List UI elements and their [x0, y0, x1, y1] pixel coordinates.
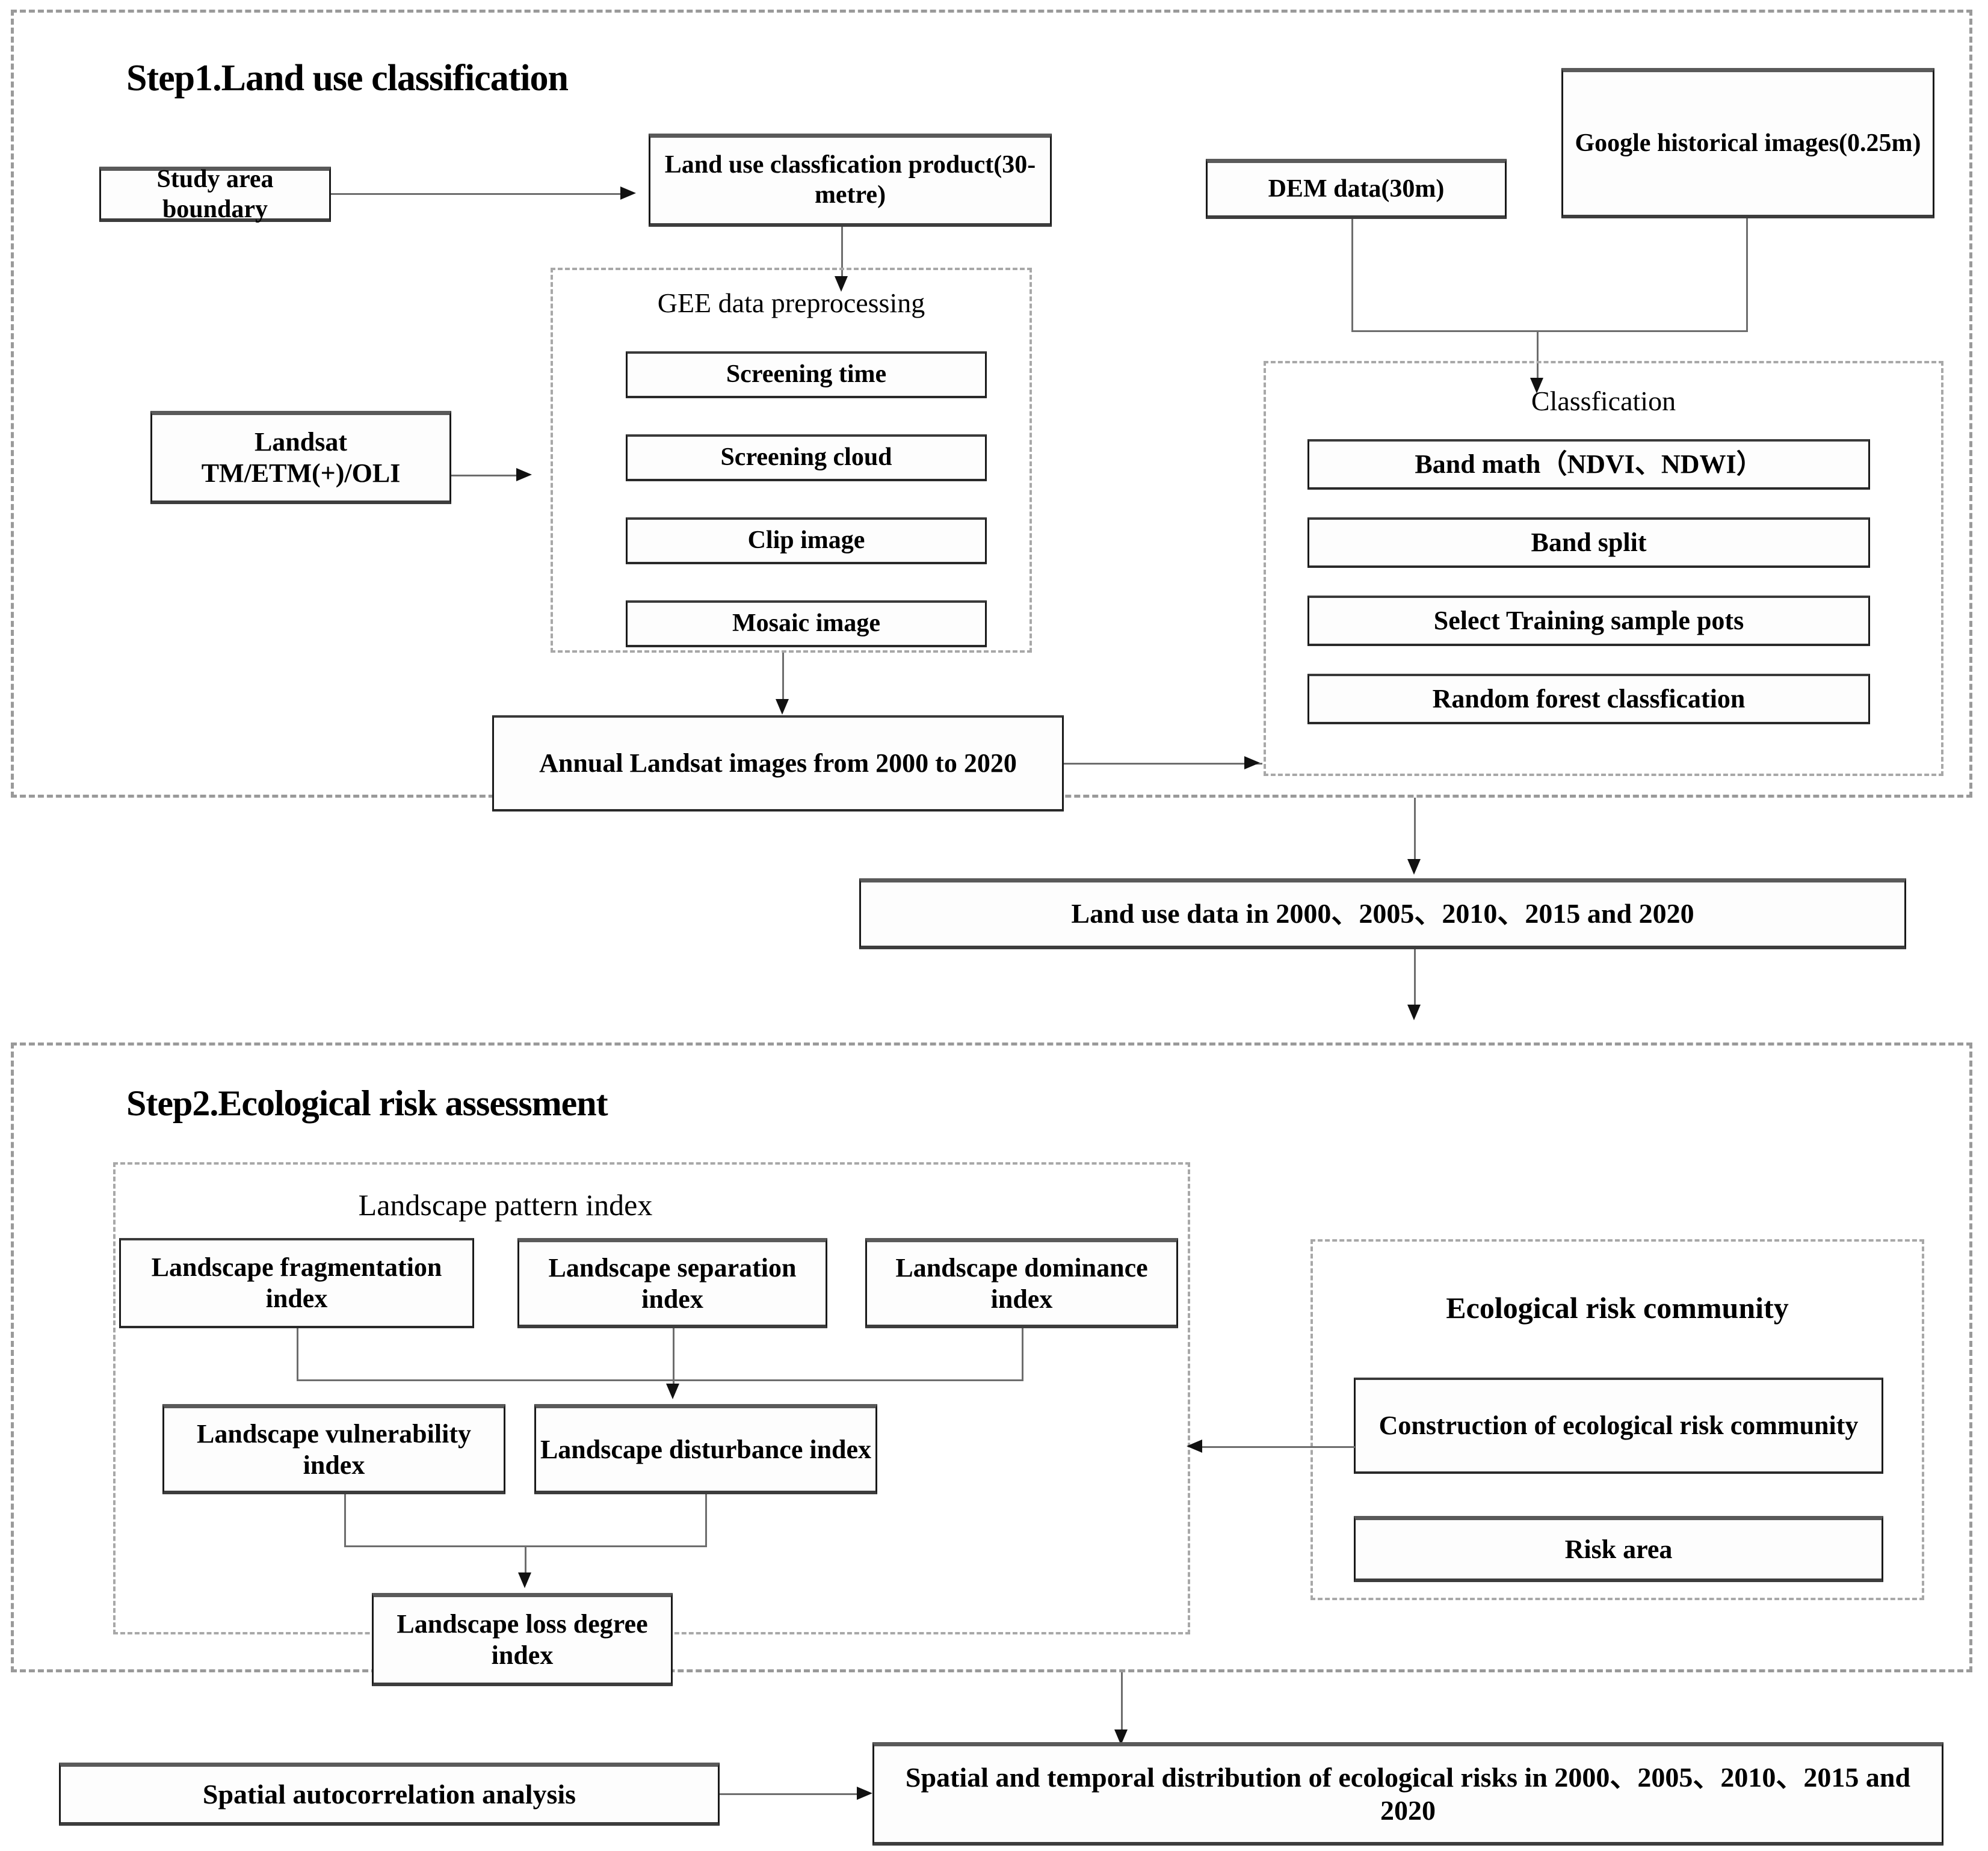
arrow-to-classification [1530, 378, 1543, 393]
arrow-autocorr-to-final [857, 1787, 872, 1800]
group-risk-community [1310, 1239, 1924, 1600]
node-landsat-source[interactable]: Landsat TM/ETM(+)/OLI [150, 411, 451, 504]
connector-autocorr-to-final [720, 1793, 859, 1795]
classification-item-random-forest[interactable]: Random forest classfication [1307, 674, 1870, 724]
arrow-landuse-to-step2 [1407, 1005, 1421, 1020]
node-dem-data[interactable]: DEM data(30m) [1206, 159, 1507, 219]
risk-community-risk-area[interactable]: Risk area [1354, 1516, 1883, 1582]
gee-item-clip-image[interactable]: Clip image [626, 517, 987, 564]
arrow-step2-to-final [1114, 1729, 1128, 1745]
gee-item-screening-time[interactable]: Screening time [626, 351, 987, 398]
connector-product-to-gee [841, 227, 843, 284]
group-classification-title: Classfication [1531, 386, 1676, 416]
connector-separation-down [673, 1328, 674, 1391]
connector-annual-to-classification [1064, 763, 1262, 765]
node-google-images[interactable]: Google historical images(0.25m) [1561, 68, 1934, 218]
arrow-annual-to-classification [1244, 756, 1260, 769]
node-spatial-autocorrelation[interactable]: Spatial autocorrelation analysis [59, 1763, 720, 1826]
arrow-landsat-to-gee [516, 468, 532, 481]
connector-frag-down [297, 1328, 298, 1381]
connector-dem-google-join [1351, 330, 1748, 332]
connector-study-to-product [331, 193, 623, 195]
connector-landuse-to-step2 [1414, 949, 1416, 1012]
arrow-step1-to-landuse [1407, 859, 1421, 875]
connector-gee-to-annual [782, 653, 784, 707]
connector-step1-to-landuse [1414, 798, 1416, 867]
group-gee-title: GEE data preprocessing [657, 288, 925, 318]
landscape-fragmentation-index[interactable]: Landscape fragmentation index [119, 1238, 474, 1328]
step2-title: Step2.Ecological risk assessment [126, 1083, 608, 1123]
arrow-to-loss-degree [518, 1572, 531, 1588]
connector-join-to-loss [525, 1545, 526, 1580]
classification-item-band-split[interactable]: Band split [1307, 517, 1870, 568]
node-annual-landsat[interactable]: Annual Landsat images from 2000 to 2020 [492, 715, 1064, 812]
landscape-separation-index[interactable]: Landscape separation index [517, 1238, 827, 1328]
node-study-area-boundary[interactable]: Study area boundary [99, 165, 331, 223]
group-risk-community-title: Ecological risk community [1446, 1291, 1789, 1325]
connector-frag-to-disturbance [297, 1379, 1023, 1381]
arrow-study-to-product [620, 186, 636, 200]
arrow-to-disturbance [666, 1384, 679, 1399]
connector-dominance-down [1022, 1328, 1023, 1381]
connector-vulnerability-down [344, 1494, 346, 1547]
group-gee-preprocessing [551, 268, 1032, 653]
step1-title: Step1.Land use classification [126, 58, 569, 99]
landscape-disturbance-index[interactable]: Landscape disturbance index [534, 1404, 877, 1494]
connector-step2-to-final [1121, 1672, 1123, 1737]
connector-join-to-classification [1537, 330, 1539, 387]
group-landscape-pattern [113, 1162, 1190, 1634]
group-classification [1264, 361, 1943, 776]
classification-item-band-math[interactable]: Band math（NDVI、NDWI） [1307, 439, 1870, 490]
node-land-use-data[interactable]: Land use data in 2000、2005、2010、2015 and… [859, 878, 1906, 949]
gee-item-mosaic-image[interactable]: Mosaic image [626, 600, 987, 647]
arrow-gee-to-annual [776, 699, 789, 715]
landscape-loss-degree-index[interactable]: Landscape loss degree index [372, 1593, 673, 1686]
node-final-output[interactable]: Spatial and temporal distribution of eco… [872, 1742, 1943, 1846]
arrow-riskcommunity-to-pattern [1187, 1440, 1202, 1453]
gee-item-screening-cloud[interactable]: Screening cloud [626, 434, 987, 481]
group-landscape-pattern-title: Landscape pattern index [358, 1188, 653, 1222]
connector-dem-down [1351, 219, 1353, 332]
node-land-use-product[interactable]: Land use classfication product(30-metre) [649, 134, 1052, 227]
classification-item-training-sample[interactable]: Select Training sample pots [1307, 596, 1870, 646]
connector-landsat-to-gee [451, 475, 517, 476]
landscape-vulnerability-index[interactable]: Landscape vulnerability index [162, 1404, 505, 1494]
arrow-product-to-gee [835, 276, 848, 292]
connector-disturbance-down [705, 1494, 707, 1547]
landscape-dominance-index[interactable]: Landscape dominance index [865, 1238, 1178, 1328]
step2-container [11, 1043, 1972, 1672]
risk-community-construction[interactable]: Construction of ecological risk communit… [1354, 1378, 1883, 1474]
connector-google-down [1746, 218, 1748, 332]
connector-riskcommunity-to-pattern [1202, 1446, 1355, 1448]
